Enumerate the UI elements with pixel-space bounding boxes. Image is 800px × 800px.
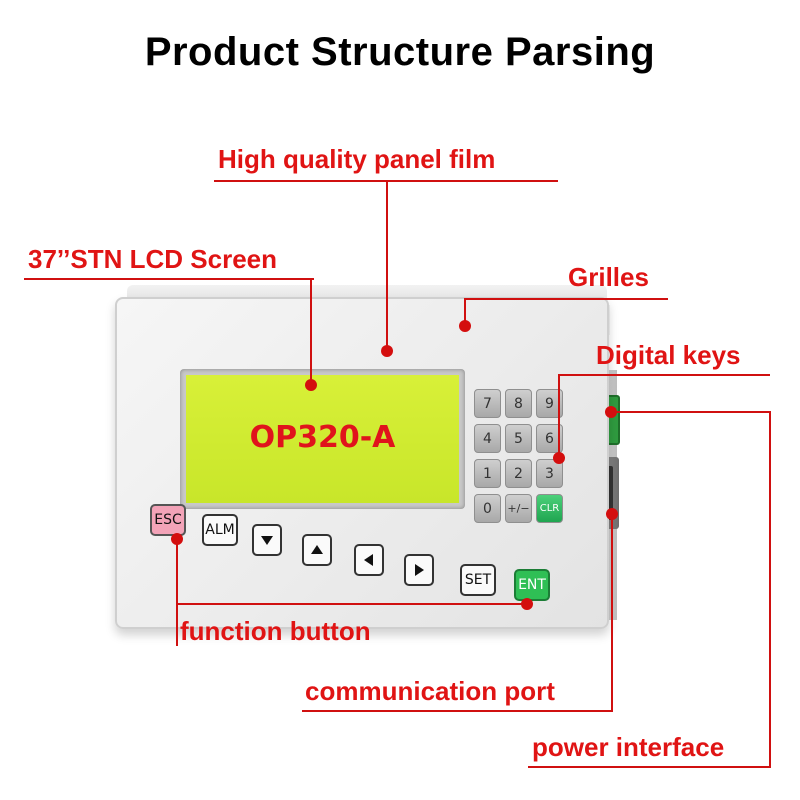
marker-communication-port [606,508,618,520]
up-arrow-button[interactable] [302,534,332,566]
key-2[interactable]: 2 [505,459,532,488]
lcd-text: OP320-A [249,419,396,455]
underline-power-interface [528,766,771,768]
key-4[interactable]: 4 [474,424,501,453]
right-arrow-button[interactable] [404,554,434,586]
underline-lcd-screen [24,278,314,280]
front-panel: OP320-A 7 8 9 4 5 6 1 2 3 0 +/− CLR ESC … [115,297,609,629]
marker-grilles [459,320,471,332]
label-digital-keys: Digital keys [596,340,741,370]
page-title: Product Structure Parsing [144,30,656,74]
key-7[interactable]: 7 [474,389,501,418]
connector-power-interface [611,411,771,413]
leader-communication-port [611,515,613,711]
key-5[interactable]: 5 [505,424,532,453]
marker-panel-film [381,345,393,357]
key-1[interactable]: 1 [474,459,501,488]
marker-digital-keys [553,452,565,464]
left-arrow-button[interactable] [354,544,384,576]
label-communication-port: communication port [305,676,555,706]
leader-lcd-screen [310,279,312,385]
up-arrow-icon [311,545,323,554]
underline-digital-keys [558,374,770,376]
down-arrow-button[interactable] [252,524,282,556]
alm-button[interactable]: ALM [202,514,238,546]
lcd-bezel: OP320-A [180,369,465,509]
marker-ent [521,598,533,610]
key-0[interactable]: 0 [474,494,501,523]
connector-function-button [176,603,526,605]
down-arrow-icon [261,536,273,545]
op320-device: OP320-A 7 8 9 4 5 6 1 2 3 0 +/− CLR ESC … [115,285,620,630]
label-power-interface: power interface [532,732,725,762]
set-button[interactable]: SET [460,564,496,596]
leader-function-button [176,540,178,646]
label-panel-film: High quality panel film [218,144,496,174]
key-8[interactable]: 8 [505,389,532,418]
leader-digital-keys [558,374,560,458]
underline-communication-port [302,710,613,712]
ent-button[interactable]: ENT [514,569,550,601]
leader-grilles [464,298,466,326]
underline-grilles [464,298,668,300]
label-function-button: function button [180,616,371,646]
right-arrow-icon [415,564,424,576]
marker-esc [171,533,183,545]
label-lcd-screen: 37’’STN LCD Screen [28,244,278,274]
lcd-screen: OP320-A [186,375,459,503]
leader-panel-film [386,181,388,351]
esc-button[interactable]: ESC [150,504,186,536]
leader-power-interface [769,411,771,767]
label-grilles: Grilles [568,262,649,292]
key-plus-minus[interactable]: +/− [505,494,532,523]
marker-lcd-screen [305,379,317,391]
left-arrow-icon [364,554,373,566]
key-clr[interactable]: CLR [536,494,563,523]
